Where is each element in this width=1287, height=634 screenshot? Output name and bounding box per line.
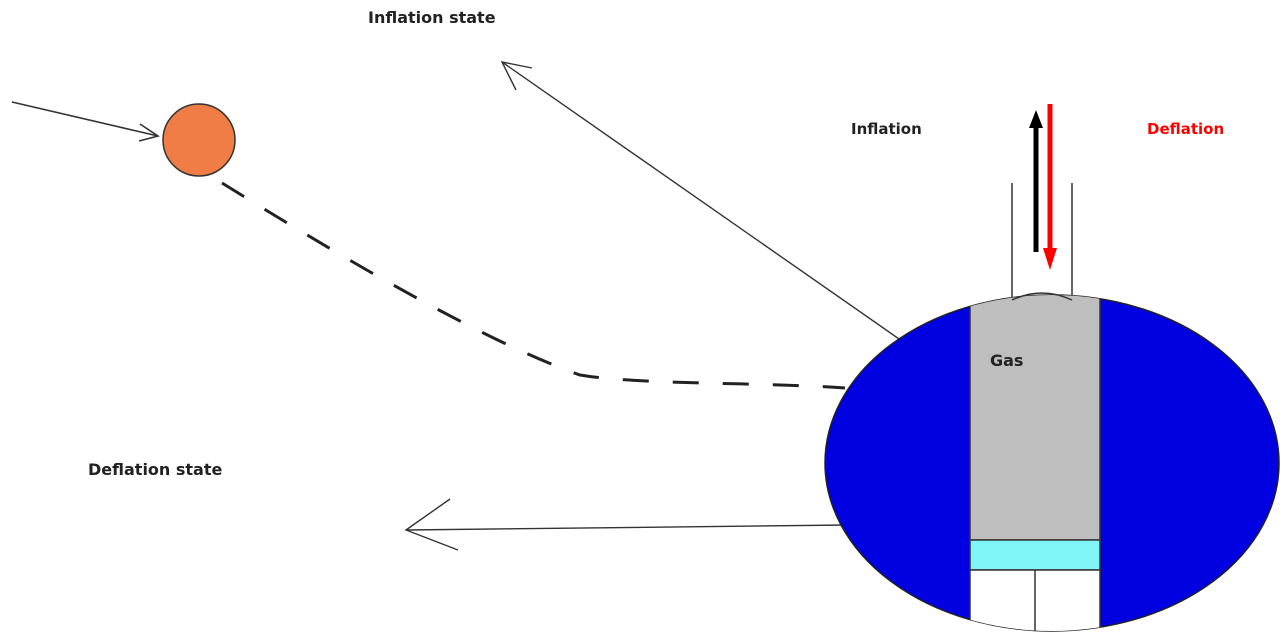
deflation-state-label: Deflation state: [88, 460, 222, 479]
incoming-trajectory-arrowhead: [138, 123, 160, 142]
deflation-label: Deflation: [1147, 120, 1224, 138]
gas-chamber: [969, 295, 1101, 541]
deflation-state-arrowhead: [404, 498, 459, 551]
valve-opening: [1011, 292, 1073, 301]
piston: [969, 539, 1101, 571]
inflation-label: Inflation: [851, 120, 922, 138]
gas-label: Gas: [990, 351, 1023, 370]
deflected-trajectory-dashed-line: [221, 181, 846, 390]
inflation-state-arrow-line: [501, 61, 956, 379]
incoming-trajectory-line: [11, 101, 159, 137]
deflation-arrowhead: [1043, 248, 1057, 270]
inflation-arrowhead: [1029, 110, 1043, 128]
inflation-state-arrowhead: [500, 61, 533, 91]
deflation-state-arrow-line: [405, 524, 849, 531]
ball: [162, 103, 236, 177]
inflation-state-label: Inflation state: [368, 8, 496, 27]
